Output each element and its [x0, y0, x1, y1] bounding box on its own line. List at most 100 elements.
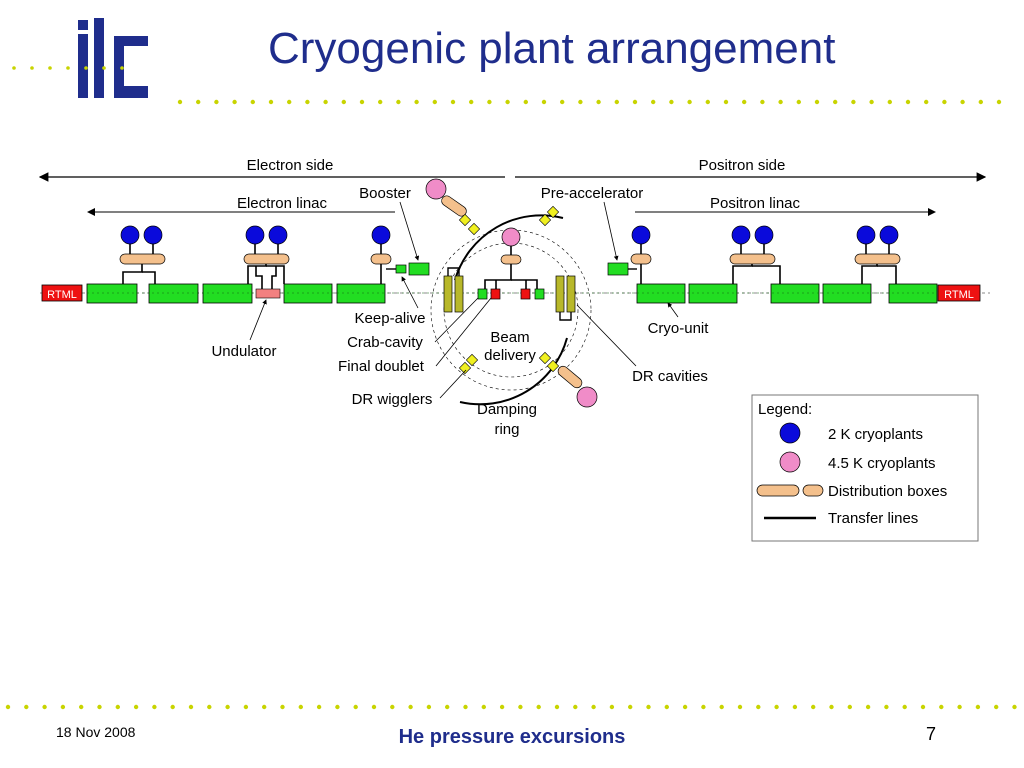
transfer-lines-electron — [122, 240, 382, 289]
rule-dot — [66, 66, 70, 70]
legend-2k-icon — [779, 422, 801, 444]
rule-dot — [115, 704, 121, 710]
distribution-box — [441, 195, 467, 217]
legend-distribution-box-icon-small — [802, 484, 824, 497]
damping-ring-transfer-top — [454, 214, 564, 281]
rtml-right-label: RTML — [944, 289, 974, 301]
rule-dot — [920, 704, 926, 710]
rule-dot — [426, 704, 432, 710]
rule-dot — [408, 704, 413, 710]
rule-dot — [869, 99, 874, 105]
legend-title: Legend: — [758, 401, 812, 418]
rule-dot — [996, 99, 1002, 105]
rule-dot — [705, 99, 710, 105]
ilc-logo-graphic — [78, 18, 148, 98]
rule-dot — [445, 704, 450, 710]
rule-dot — [760, 99, 765, 105]
rule-dot — [811, 704, 816, 710]
pre-accelerator-unit — [607, 262, 629, 276]
crab-cavity-box — [534, 288, 545, 300]
footer-title: He pressure excursions — [398, 726, 626, 748]
rule-dot — [152, 704, 157, 710]
rule-dot — [651, 99, 656, 105]
cryoplant-2k — [120, 225, 140, 245]
distribution-box — [854, 253, 901, 265]
cryo-unit — [688, 283, 738, 304]
legend-distribution-label: Distribution boxes — [828, 483, 947, 500]
rule-dot — [814, 99, 820, 105]
rule-dot — [978, 99, 983, 105]
rule-dot — [737, 704, 743, 710]
cryoplant-2k — [143, 225, 163, 245]
dr-wigglers-label: DR wigglers — [352, 391, 433, 408]
rule-dot — [268, 99, 274, 105]
dr-wiggler — [538, 213, 552, 227]
dr-wiggler — [458, 361, 472, 375]
rule-dot — [42, 704, 47, 710]
rule-dot — [541, 99, 547, 105]
cryo-unit — [636, 283, 686, 304]
damping-ring-transfer-bottom — [459, 337, 568, 406]
rule-dot — [24, 704, 29, 710]
rule-dot — [723, 99, 729, 105]
cryo-unit-label: Cryo-unit — [648, 320, 710, 337]
rule-dot — [232, 99, 237, 105]
rule-dot — [262, 704, 267, 710]
transfer-line — [447, 267, 460, 276]
rule-dot — [225, 704, 230, 710]
cryoplant-2k — [879, 225, 899, 245]
electron-cryoplants — [119, 225, 392, 265]
rule-dot — [469, 99, 474, 105]
crab-cavity-pointer — [434, 297, 479, 343]
rule-dot — [778, 99, 783, 105]
final-doublet-box — [520, 288, 531, 300]
ilc-logo — [70, 14, 160, 119]
rule-dot — [432, 99, 437, 105]
slide-title: Cryogenic plant arrangement — [268, 24, 836, 73]
rule-dot — [942, 99, 947, 105]
rule-dot — [305, 99, 310, 105]
rule-dot — [924, 99, 929, 105]
rule-dot — [170, 704, 175, 710]
undulator-box — [255, 288, 281, 299]
legend: Legend: 2 K cryoplants 4.5 K cryoplants … — [751, 394, 979, 542]
rule-dot — [316, 704, 322, 710]
rule-dot — [280, 704, 285, 710]
distribution-box — [243, 253, 290, 265]
legend-distribution-box-icon — [756, 484, 800, 497]
rule-dot — [133, 704, 139, 710]
rule-dot — [214, 99, 219, 105]
distribution-box — [729, 253, 776, 265]
rule-dot — [323, 99, 328, 105]
legend-2k-label: 2 K cryoplants — [828, 426, 923, 443]
positron-side-label: Positron side — [699, 157, 786, 174]
booster-unit — [408, 262, 430, 276]
cryoplant-4p5k — [425, 178, 447, 200]
rule-dot — [554, 704, 560, 710]
damping-ring-label-1: Damping — [477, 401, 537, 418]
rule-dot — [518, 704, 523, 710]
undulator-label: Undulator — [211, 343, 276, 360]
booster-label: Booster — [359, 185, 411, 202]
dr-wiggler — [546, 359, 560, 373]
booster-pointer — [399, 201, 420, 261]
cryo-unit — [202, 283, 253, 304]
final-doublet-pointer — [435, 297, 492, 367]
rule-dot — [120, 66, 124, 70]
distribution-box — [630, 253, 652, 265]
rule-dot — [298, 704, 303, 710]
rule-dot — [5, 704, 11, 710]
beam-delivery-cryoplant-4p5k — [501, 227, 521, 247]
cryo-unit — [148, 283, 199, 304]
rule-dot — [359, 99, 365, 105]
transfer-line — [559, 312, 572, 321]
rule-dot — [796, 99, 801, 105]
rule-dot — [378, 99, 383, 105]
rule-dot — [628, 704, 633, 710]
rule-dot — [682, 704, 688, 710]
rule-dot — [578, 99, 583, 105]
rule-dot — [829, 704, 834, 710]
rule-dot — [994, 704, 999, 710]
cryoplant-2k — [268, 225, 288, 245]
damping-ring-outer — [430, 229, 592, 391]
